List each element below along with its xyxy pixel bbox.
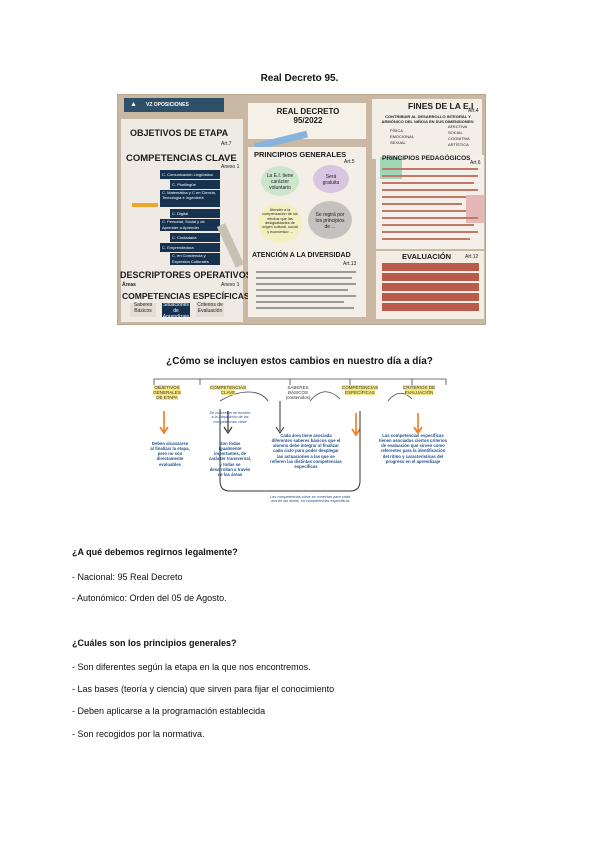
pg-blob-3 (258, 203, 302, 243)
text-line (382, 168, 478, 170)
areas-label: Áreas (122, 282, 136, 288)
logo-text: VZ OPOSICIONES (146, 102, 189, 108)
text-line (382, 175, 478, 177)
fines-text: CONTRIBUIR AL DESARROLLO INTEGRAL Y ARMÓ… (381, 114, 475, 124)
text-line (382, 203, 462, 205)
section-question-2: ¿Cuáles son los principios generales? (72, 638, 237, 648)
ck-item-6: C. Ciudadana (170, 233, 220, 242)
text-line (382, 224, 474, 226)
list-item: - Deben aplicarse a la programación esta… (72, 706, 266, 716)
ck-item-8: C. en Conciencia y Expresión Culturales (170, 253, 220, 265)
ck-item-2: C. Plurilingüe (170, 180, 220, 189)
desc-objetivos: Deben alcanzarse al finalizar la etapa, … (150, 441, 190, 467)
atencion-heading: ATENCIÓN A LA DIVERSIDAD (252, 252, 351, 259)
pg-blob-1 (261, 166, 299, 196)
text-line (256, 271, 356, 273)
list-item: - Las bases (teoría y ciencia) que sirve… (72, 684, 335, 694)
text-line (382, 238, 470, 240)
text-line (382, 217, 478, 219)
text-line (256, 295, 356, 297)
dim-6: COGNITIVA (448, 136, 470, 141)
text-line (256, 283, 356, 285)
rd-title: REAL DECRETO 95/2022 (276, 107, 340, 125)
section-question-1: ¿A qué debemos regirnos legalmente? (72, 547, 238, 557)
dim-4: AFECTIVA (448, 124, 468, 129)
competencias-especificas-heading: COMPETENCIAS ESPECÍFICAS (122, 291, 250, 301)
infographic-image: ▲ VZ OPOSICIONES OBJETIVOS DE ETAPA Art.… (117, 94, 486, 325)
pink-note (466, 195, 484, 223)
principios-pedagogicos-heading: PRINCIPIOS PEDAGÓGICOS (382, 155, 471, 162)
list-item: - Autonómico: Orden del 05 de Agosto. (72, 593, 227, 603)
pg-blob-text-3: Atender a la compensación de los efectos… (262, 208, 298, 234)
eval-bar (382, 283, 479, 291)
concept-diagram: OBJETIVOS GENERALES DE ETAPA COMPETENCIA… (150, 371, 450, 519)
desc-competencias-clave: Son todas igualmente importantes, de car… (208, 441, 252, 477)
diagram-connectors (153, 378, 447, 492)
note-top: Se concretan en función a la adquisición… (209, 411, 251, 424)
ck-item-7: C. Emprendedora (160, 243, 220, 252)
list-item: - Nacional: 95 Real Decreto (72, 572, 183, 582)
node-competencias-clave: COMPETENCIAS CLAVE (209, 385, 246, 396)
node-saberes: SABERES BÁSICOS (contenidos) (285, 385, 311, 401)
eval-bar (382, 293, 479, 301)
ck-item-1: C. Comunicación Lingüística (160, 170, 220, 179)
text-line (256, 277, 352, 279)
dim-1: FÍSICA (390, 128, 403, 133)
desc-saberes: Cada área tiene asociada diferentes sabe… (270, 433, 342, 469)
ce-item-2: Situaciones de Aprendizaje (162, 302, 190, 320)
logo-banner: ▲ VZ OPOSICIONES (124, 98, 224, 112)
ce-item-3: Criterios de Evaluación (196, 302, 224, 317)
orange-arrow (132, 203, 158, 207)
note-bottom: Las competencias clave se conectan para … (270, 495, 350, 504)
pg-blob-text-1: La E.I. tiene carácter voluntario (266, 173, 294, 191)
book-icon: ▲ (130, 101, 137, 108)
principios-generales-heading: PRINCIPIOS GENERALES (254, 150, 347, 159)
text-line (382, 189, 478, 191)
text-line (256, 289, 348, 291)
text-line (382, 210, 466, 212)
ce-item-1: Saberes Básicos (130, 302, 156, 317)
node-criterios: CRITERIOS DE EVALUACIÓN (402, 385, 435, 396)
dim-5: SOCIAL (448, 130, 463, 135)
art12-label: Art.12 (465, 254, 479, 260)
text-line (256, 301, 344, 303)
art7-label: Art.7 (221, 141, 232, 147)
ck-item-3: C. Matemática y C en Ciencia, Tecnología… (160, 190, 220, 207)
pg-blob-4 (308, 201, 352, 239)
art5-label: Art.5 (344, 159, 355, 165)
diagram-title: ¿Cómo se incluyen estos cambios en nuest… (166, 356, 433, 367)
fines-heading: FINES DE LA E.I (408, 101, 474, 111)
dim-2: EMOCIONAL (390, 134, 415, 139)
node-objetivos: OBJETIVOS GENERALES DE ETAPA (153, 385, 181, 401)
dim-3: SEXUAL (390, 140, 406, 145)
list-item: - Son recogidos por la normativa. (72, 729, 205, 739)
fines-paper (372, 99, 482, 159)
text-line (382, 196, 466, 198)
evaluacion-heading: EVALUACIÓN (402, 252, 452, 261)
eval-bar (382, 273, 479, 281)
art6-label: Art.6 (470, 160, 481, 166)
page-title: Real Decreto 95. (260, 73, 339, 84)
desc-criterios: Las competencias específicas tienen asoc… (378, 433, 448, 464)
anexo1b-label: Anexo 1 (221, 282, 240, 288)
pg-blob-text-2: Será gratuita (322, 174, 340, 186)
ck-item-4: C. Digital (170, 209, 220, 218)
objetivos-heading: OBJETIVOS DE ETAPA (130, 128, 229, 138)
list-item: - Son diferentes según la etapa en la qu… (72, 662, 311, 672)
descriptores-heading: DESCRIPTORES OPERATIVOS (120, 270, 252, 280)
node-competencias-especificas: COMPETENCIAS ESPECÍFICAS (341, 385, 378, 396)
dim-7: ARTÍSTICA (448, 142, 469, 147)
text-line (382, 231, 478, 233)
pg-blob-text-4: Se regirá por los principios de ... (315, 212, 345, 230)
pg-blob-2 (313, 165, 349, 193)
anexo1-label: Anexo 1 (221, 164, 240, 170)
art4-label: Art.4 (468, 108, 479, 114)
ck-item-5: C. Personal, Social y de Aprender a Apre… (160, 219, 220, 231)
eval-bar (382, 263, 479, 271)
text-line (256, 307, 354, 309)
art13-label: Art.13 (343, 261, 357, 267)
eval-bar (382, 303, 479, 311)
text-line (382, 182, 474, 184)
competencias-clave-heading: COMPETENCIAS CLAVE (126, 153, 237, 164)
